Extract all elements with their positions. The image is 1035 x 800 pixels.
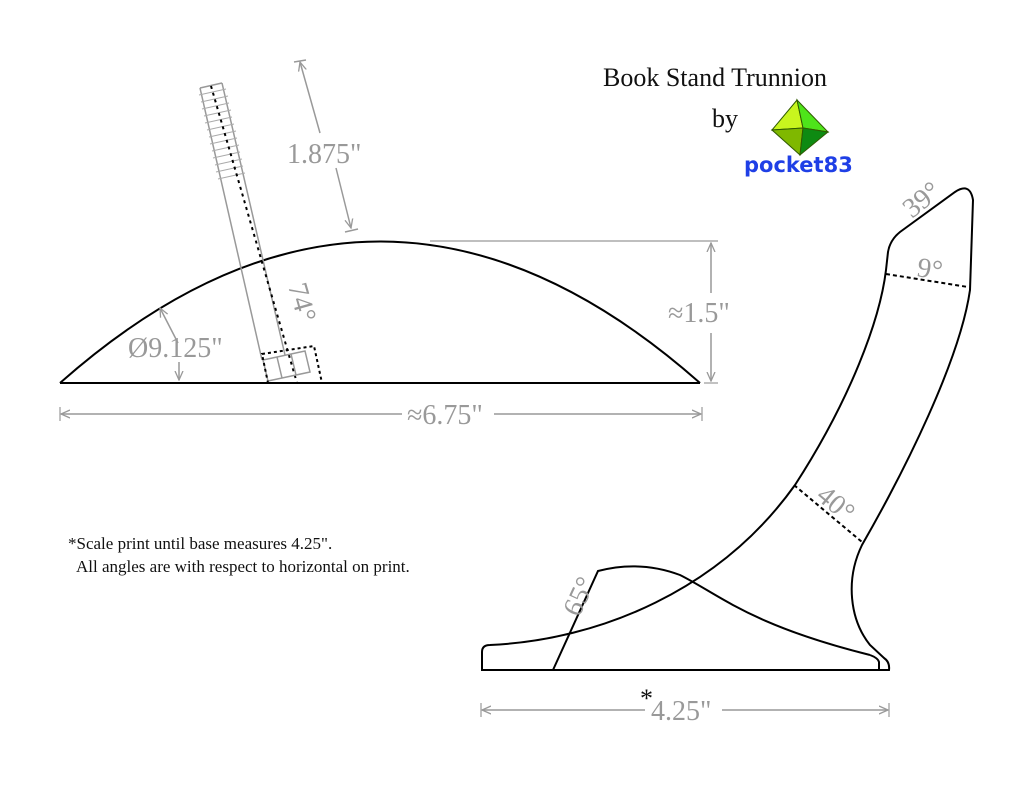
arc-outline — [59, 240, 701, 384]
base-asterisk: * — [640, 684, 653, 713]
title-by: by — [712, 104, 738, 133]
bolt-length-label: 1.875" — [287, 139, 361, 170]
bolt — [198, 82, 324, 384]
mid-cut-line — [793, 484, 863, 543]
note-line-1: *Scale print until base measures 4.25". — [68, 534, 332, 553]
tip-angle-label: 39° — [897, 176, 947, 225]
side-view: Ø9.125" 74° 1.875" ≈1.5" ≈6.75" — [59, 59, 730, 431]
drawing-title: Book Stand Trunnion — [603, 63, 827, 92]
note-line-2: All angles are with respect to horizonta… — [76, 557, 410, 576]
notes: *Scale print until base measures 4.25". … — [68, 534, 410, 576]
top-cut-angle-label: 9° — [915, 252, 945, 287]
width-label: ≈6.75" — [407, 400, 483, 431]
hump-curve — [552, 565, 871, 671]
title-block: Book Stand Trunnion by pocket83 — [603, 63, 853, 177]
profile-view: 39° 9° 40° 65° * 4.25" — [480, 176, 975, 727]
octahedron-logo-icon — [770, 98, 830, 157]
base-step — [869, 654, 880, 670]
base-label: 4.25" — [651, 696, 711, 727]
height-label: ≈1.5" — [668, 298, 730, 329]
author-logo-text: pocket83 — [744, 153, 853, 177]
mid-cut-angle-label: 40° — [811, 480, 861, 529]
front-angle-label: 65° — [557, 572, 602, 621]
trunnion-outline — [481, 187, 975, 671]
bolt-angle-label: 74° — [281, 279, 322, 325]
diameter-label: Ø9.125" — [128, 333, 223, 364]
